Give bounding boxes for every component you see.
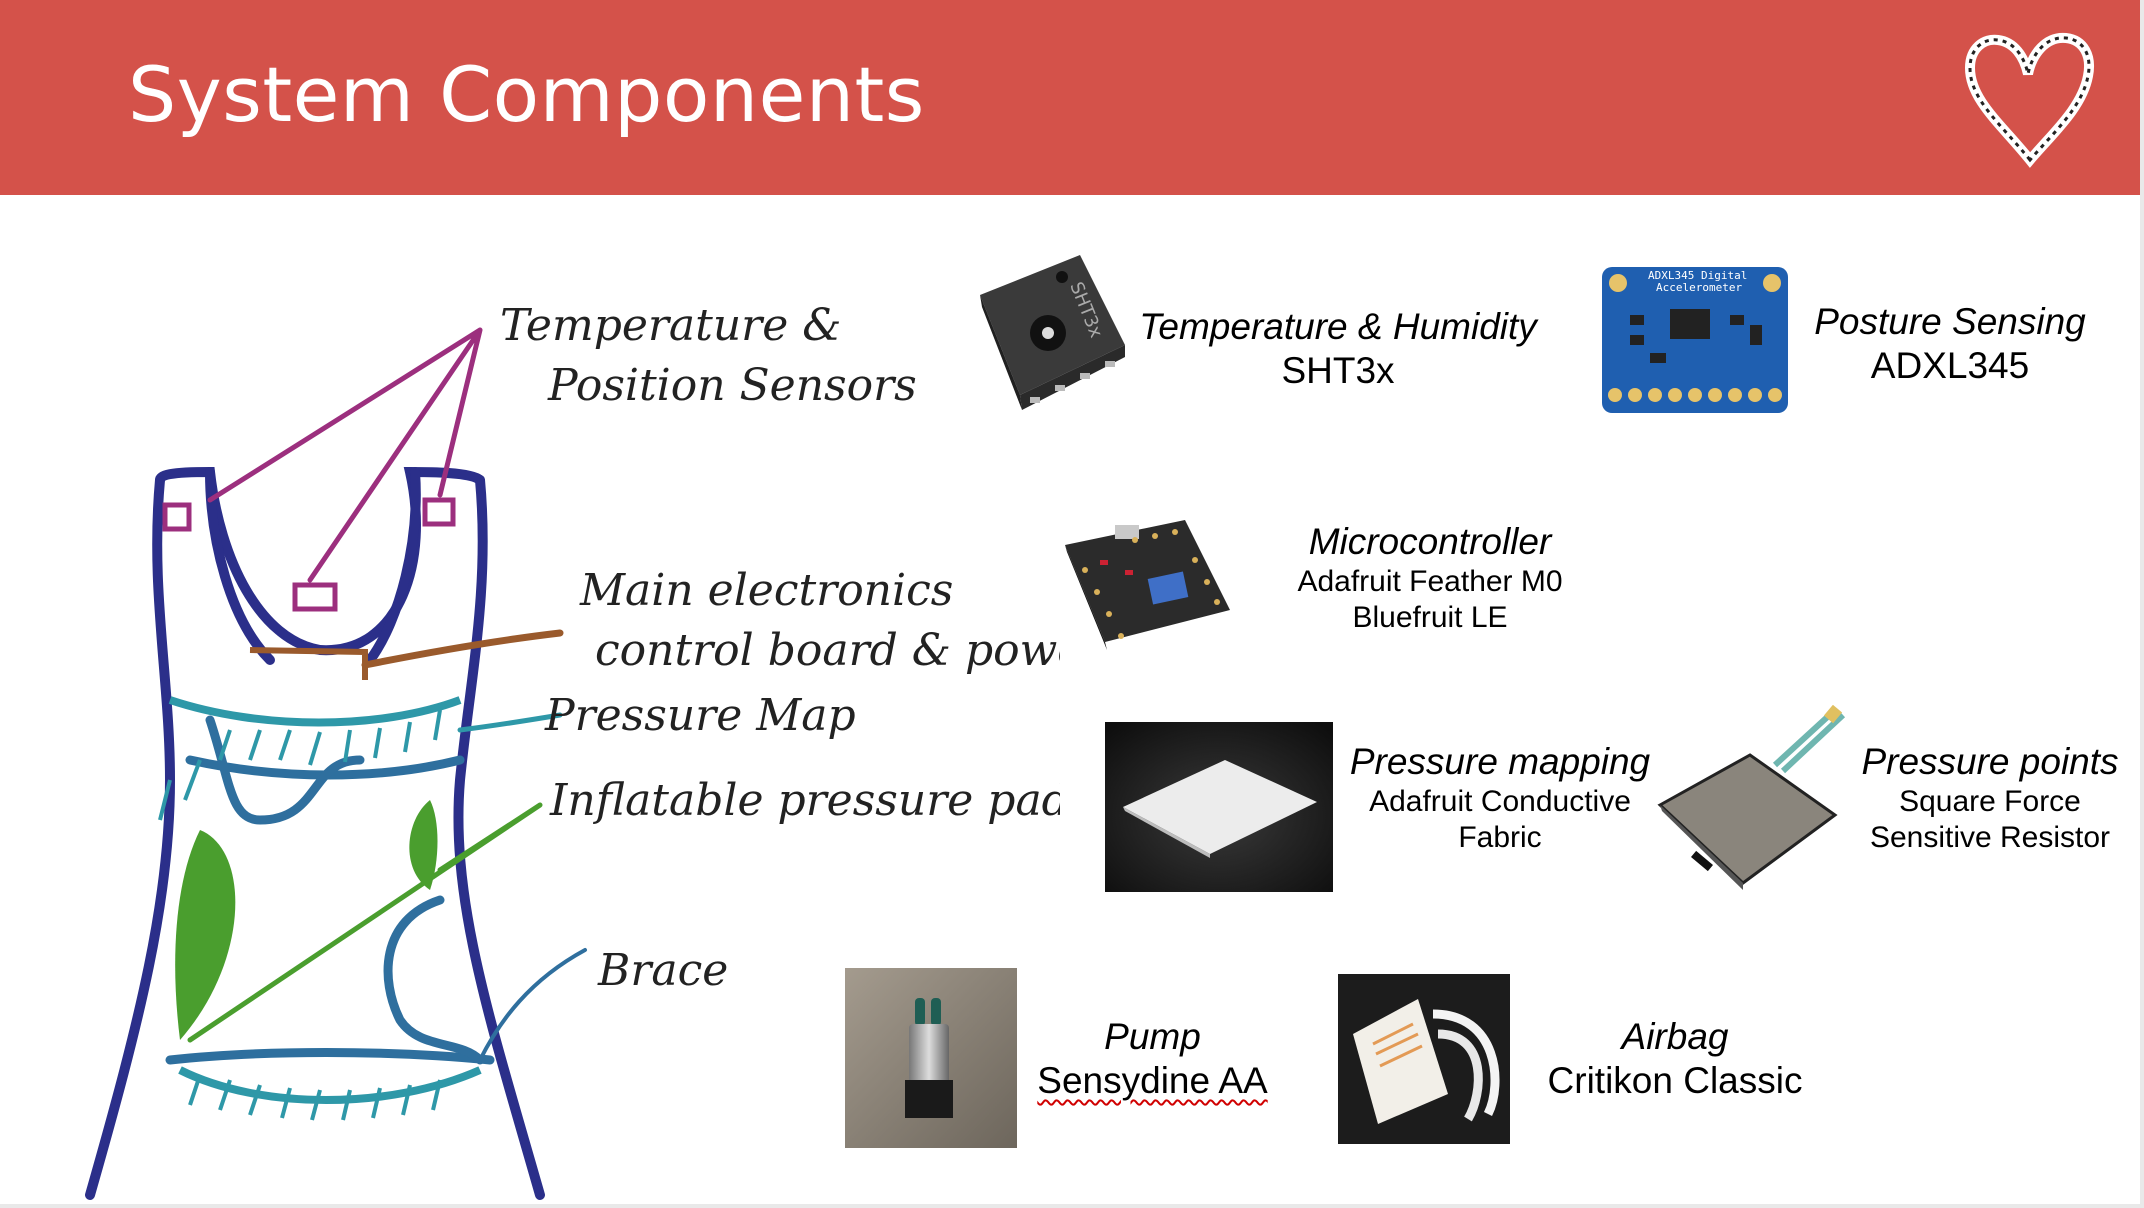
label-inflatable-pads: Inflatable pressure pads	[549, 775, 1060, 826]
component-model-line2: Bluefruit LE	[1352, 601, 1508, 634]
label-electronics-line1: Main electronics	[579, 565, 953, 616]
component-pump: Pump Sensydine AA	[1030, 1015, 1275, 1103]
component-airbag: Airbag Critikon Classic	[1540, 1015, 1810, 1103]
label-brace: Brace	[597, 945, 728, 996]
component-heading: Posture Sensing	[1814, 301, 2086, 342]
component-model-line2: Fabric	[1458, 821, 1542, 854]
pressure-pad-shapes	[175, 800, 438, 1040]
component-heading: Pressure points	[1861, 741, 2119, 782]
component-model-line2: Sensitive Resistor	[1869, 821, 2111, 854]
component-pressure-mapping: Pressure mapping Adafruit Conductive Fab…	[1345, 740, 1655, 856]
component-model: SHT3x	[1281, 350, 1395, 391]
slide-edge-right	[2140, 0, 2144, 1208]
feather-board-icon	[1065, 520, 1230, 650]
component-model: Critikon Classic	[1547, 1060, 1803, 1101]
component-heading: Pressure mapping	[1349, 741, 1651, 782]
slide-title: System Components	[128, 50, 925, 139]
component-temperature-humidity: Temperature & Humidity SHT3x	[1138, 305, 1538, 393]
component-heading: Pump	[1104, 1016, 1201, 1057]
adxl-board-line2: Accelerometer	[1656, 281, 1742, 294]
pressure-map-stripes	[158, 696, 482, 1121]
component-model-line1: Square Force	[1899, 785, 2081, 818]
component-heading: Temperature & Humidity	[1139, 306, 1537, 347]
conductive-fabric-icon	[1105, 722, 1333, 892]
force-sensor-icon	[1657, 705, 1846, 890]
component-microcontroller: Microcontroller Adafruit Feather M0 Blue…	[1270, 520, 1590, 636]
component-posture-sensing: Posture Sensing ADXL345	[1800, 300, 2100, 388]
component-model-text: Sensydine AA	[1037, 1060, 1268, 1101]
title-bar: System Components	[0, 0, 2140, 195]
adxl345-accelerometer-board-icon: ADXL345 Digital Accelerometer	[1602, 267, 1788, 413]
component-model: ADXL345	[1870, 345, 2030, 386]
airbag-cuff-icon	[1338, 974, 1510, 1144]
component-model: Sensydine AA	[1030, 1059, 1275, 1103]
component-model-line1: Adafruit Feather M0	[1297, 565, 1563, 598]
label-pressure-map: Pressure Map	[544, 690, 856, 741]
sht3x-sensor-chip-icon: SHT3x	[980, 255, 1125, 410]
label-sensors-line2: Position Sensors	[547, 360, 917, 411]
mini-pump-icon	[845, 968, 1017, 1148]
component-heading: Airbag	[1621, 1016, 1729, 1057]
adxl-board-line1: ADXL345 Digital	[1648, 269, 1747, 282]
label-electronics-line2: control board & power	[595, 625, 1060, 676]
component-heading: Microcontroller	[1308, 521, 1552, 562]
rope-heart-icon	[1964, 32, 2094, 168]
brace-outline	[85, 466, 545, 1200]
brace-diagram: Temperature & Position Sensors Main elec…	[85, 300, 1060, 1200]
label-sensors-line1: Temperature &	[500, 300, 841, 351]
component-model-line1: Adafruit Conductive	[1369, 785, 1631, 818]
slide-edge-bottom	[0, 1204, 2144, 1208]
component-pressure-points: Pressure points Square Force Sensitive R…	[1860, 740, 2120, 856]
